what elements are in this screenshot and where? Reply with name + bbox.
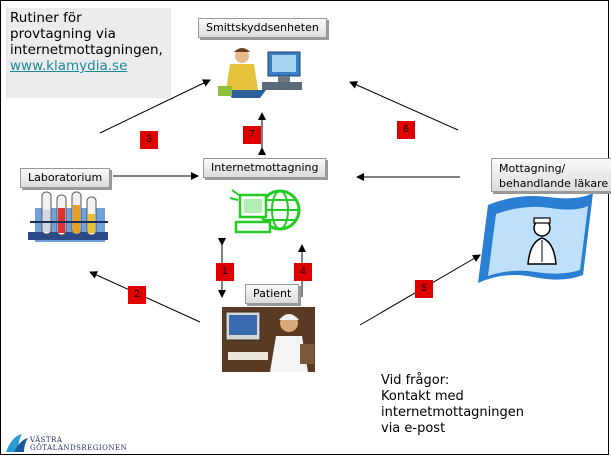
slide-title: Rutiner för provtagning via internetmott… xyxy=(10,10,180,74)
vgr-logo-text: VÄSTRA GÖTALANDSREGIONEN xyxy=(30,436,127,452)
patient-clipart xyxy=(222,307,315,372)
step-badge-6: 6 xyxy=(397,121,415,139)
step-badge-5: 5 xyxy=(415,280,433,298)
label-smittskyddsenheten: Smittskyddsenheten xyxy=(198,18,327,38)
note-line-1: Vid frågor: xyxy=(381,373,450,388)
step-badge-1: 1 xyxy=(216,263,234,281)
label-internetmottagning: Internetmottagning xyxy=(203,158,327,178)
note-line-4: via e-post xyxy=(381,421,446,436)
logo-line-2: GÖTALANDSREGIONEN xyxy=(30,444,128,452)
arrow-mottagning-to-smittskydd xyxy=(349,81,459,131)
title-box xyxy=(6,8,171,98)
note-line-3: internetmottagningen xyxy=(381,405,525,420)
mottagning-clipart xyxy=(478,193,593,283)
mottagning-line-1: Mottagning/ xyxy=(499,162,566,175)
label-mottagning: Mottagning/ behandlande läkare xyxy=(491,158,611,192)
mottagning-line-2: behandlande läkare xyxy=(499,177,609,190)
title-line-2: provtagning via xyxy=(10,26,116,42)
step-badge-7: 7 xyxy=(243,126,261,144)
label-patient: Patient xyxy=(245,284,300,304)
internet-clipart xyxy=(229,189,301,234)
note-line-2: Kontakt med xyxy=(381,389,464,404)
laboratorium-clipart xyxy=(28,191,108,242)
step-badge-4: 4 xyxy=(294,263,312,281)
step-badge-3: 3 xyxy=(140,131,158,149)
contact-note: Vid frågor: Kontakt med internetmottagni… xyxy=(381,373,524,437)
logo-line-1: VÄSTRA xyxy=(30,436,63,444)
vgr-logo-icon xyxy=(6,434,28,452)
smittskydd-clipart xyxy=(217,48,309,98)
arrow-lab-to-smittskydd xyxy=(99,79,211,134)
label-laboratorium: Laboratorium xyxy=(20,168,111,188)
title-line-3: internetmottagningen, xyxy=(10,42,163,58)
title-line-1: Rutiner för xyxy=(10,10,82,26)
website-link[interactable]: www.klamydia.se xyxy=(10,58,128,74)
step-badge-2: 2 xyxy=(128,286,146,304)
